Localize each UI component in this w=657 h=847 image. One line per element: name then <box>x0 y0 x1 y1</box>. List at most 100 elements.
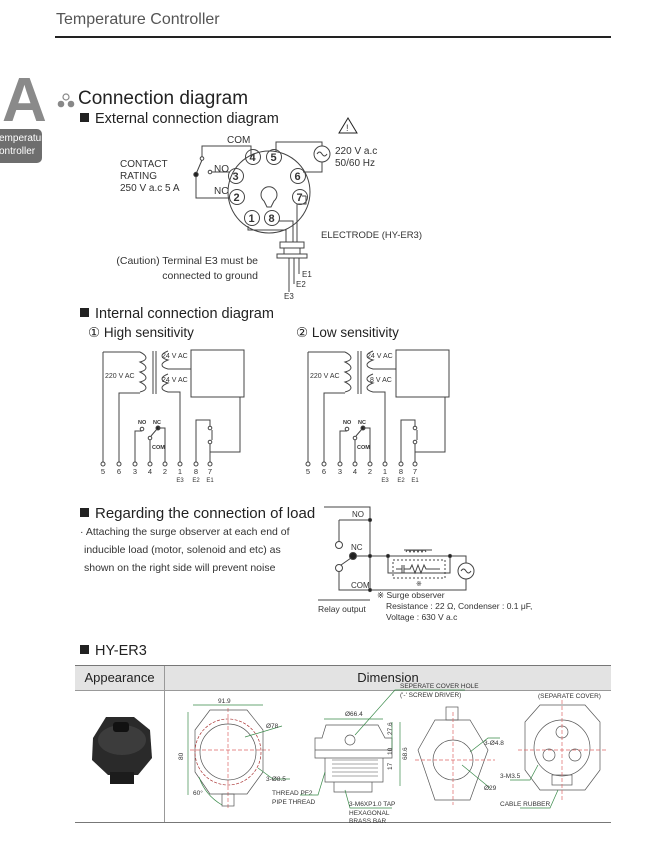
primary-label: 220 V AC <box>105 373 135 380</box>
dim-thread: PIPE THREAD <box>272 799 316 806</box>
terminal-label: 6 <box>322 467 326 476</box>
square-bullet-icon <box>80 645 89 654</box>
terminal-label: 3 <box>338 467 342 476</box>
side-tab: Temperature controller <box>0 129 50 163</box>
terminal-label: 4 <box>148 467 152 476</box>
square-bullet-icon <box>80 508 89 517</box>
separate-cover-label: (SEPARATE COVER) <box>538 693 601 700</box>
heading-text: HY-ER3 <box>95 643 147 659</box>
external-connection-diagram: COM CONTACT RATING 250 V a.c 5 A NO NC !… <box>116 117 422 301</box>
com-label: COM <box>152 445 165 451</box>
hyer3-product-image <box>92 717 152 784</box>
heading-text: Regarding the connection of load <box>95 505 316 522</box>
secondary-label: 8 V AC <box>370 377 392 384</box>
surge-observer-box <box>392 559 446 579</box>
contact-rating-line: 250 V a.c 5 A <box>120 183 180 194</box>
nc-label: NC <box>358 420 366 426</box>
primary-label: 220 V AC <box>310 373 340 380</box>
dim-17: 17 <box>387 762 394 770</box>
ac-source-icon <box>313 145 331 163</box>
internal-diagram-high: 220 V AC 24 V AC 24 V AC NO NC COM 5 6 3… <box>100 349 245 484</box>
desc-line: inducible load (motor, solenoid and etc)… <box>84 544 281 556</box>
terminal-label: 3 <box>133 467 137 476</box>
pin-7: 7 <box>297 192 303 204</box>
power-label: 50/60 Hz <box>335 158 375 169</box>
hyer3-dimension-drawing: 91.9 80 Ø78 60° 3-Ø8.5 THREAD PF2 PIPE T… <box>178 683 606 825</box>
dim-angle: 60° <box>193 789 203 797</box>
external-diagram-heading: External connection diagram <box>80 111 279 127</box>
terminal-label: 5 <box>306 467 310 476</box>
e1-label: E1 <box>411 478 419 484</box>
hyer3-table: Appearance Dimension <box>75 665 611 823</box>
internal-diagram-low: 220 V AC 24 V AC 8 V AC NO NC COM 5 6 3 … <box>305 349 450 484</box>
desc-line: · Attaching the surge observer at each e… <box>80 526 290 538</box>
terminal-label: 7 <box>208 467 212 476</box>
caution-line: connected to ground <box>162 270 258 282</box>
socket-key <box>260 186 278 208</box>
dim-tap: 3-M6XP1.0 TAP <box>349 801 395 808</box>
terminal-label: 5 <box>101 467 105 476</box>
electrode-label: ELECTRODE (HY-ER3) <box>321 230 422 241</box>
load-connection-diagram: NO NC COM ※ Relay output ※ Surge observe… <box>318 506 532 622</box>
heading-text: External connection diagram <box>95 111 279 127</box>
power-label: 220 V a.c <box>335 146 377 157</box>
surge-mark: ※ <box>416 581 422 588</box>
inductor <box>404 549 432 554</box>
caution-line: (Caution) Terminal E3 must be <box>116 255 258 267</box>
contact-rating-line: RATING <box>120 171 157 182</box>
surge-line: Voltage : 630 V a.c <box>386 612 458 622</box>
dim-width: 91.9 <box>218 698 231 705</box>
terminals <box>305 461 418 467</box>
side-tab-line2: controller <box>0 146 36 157</box>
e1-label: E1 <box>302 270 312 279</box>
heading-text: Internal connection diagram <box>95 306 274 322</box>
load-heading: Regarding the connection of load <box>80 505 315 522</box>
hyer3-heading: HY-ER3 <box>80 643 147 659</box>
terminal-label: 8 <box>194 467 198 476</box>
pins: 4 5 3 6 2 7 1 8 <box>228 149 308 226</box>
e3-label: E3 <box>176 478 184 484</box>
no-label: NO <box>343 420 352 426</box>
pin-6: 6 <box>295 171 301 183</box>
dim-diameter-66: Ø66.4 <box>345 711 363 718</box>
no-label: NO <box>138 420 147 426</box>
e2-label: E2 <box>192 478 200 484</box>
pin-4: 4 <box>250 152 257 164</box>
no-label: NO <box>214 164 229 175</box>
load-description: · Attaching the surge observer at each e… <box>80 523 290 577</box>
e2-label: E2 <box>397 478 405 484</box>
terminals <box>100 461 213 467</box>
nc-label: NC <box>214 186 228 197</box>
dim-height: 80 <box>178 752 185 760</box>
header-divider <box>55 36 611 38</box>
section-title: Connection diagram <box>78 88 249 109</box>
dim-diameter: Ø78 <box>266 723 279 730</box>
secondary-label: 24 V AC <box>162 353 188 360</box>
square-bullet-icon <box>80 308 89 317</box>
terminal-label: 2 <box>163 467 167 476</box>
dim-686: 68.6 <box>402 747 409 760</box>
dim-hex: BRASS BAR <box>349 818 387 825</box>
low-sensitivity-label: ② Low sensitivity <box>296 325 399 340</box>
dim-hole: 3-Ø8.5 <box>266 776 286 783</box>
surge-line: Resistance : 22 Ω, Condenser : 0.1 μF, <box>386 601 532 611</box>
dim-10: 10 <box>387 747 394 755</box>
dim-cover-hole: ('-' SCREW DRIVER) <box>400 692 461 699</box>
desc-line: shown on the right side will prevent noi… <box>84 562 276 574</box>
terminal-label: 4 <box>353 467 357 476</box>
e3-label: E3 <box>284 292 294 301</box>
col-appearance: Appearance <box>75 666 164 691</box>
dim-276: 27.6 <box>387 722 394 735</box>
high-sensitivity-label: ① High sensitivity <box>88 325 194 340</box>
dim-48: 3-Ø4.8 <box>484 740 504 747</box>
com-label: COM <box>351 581 370 590</box>
column-divider <box>164 666 165 822</box>
no-label: NO <box>352 510 364 519</box>
com-label: COM <box>357 445 370 451</box>
internal-diagram-heading: Internal connection diagram <box>80 306 274 322</box>
terminal-label: 1 <box>383 467 387 476</box>
pin-5: 5 <box>271 152 277 164</box>
e2-label: E2 <box>296 280 306 289</box>
square-bullet-icon <box>80 113 89 122</box>
